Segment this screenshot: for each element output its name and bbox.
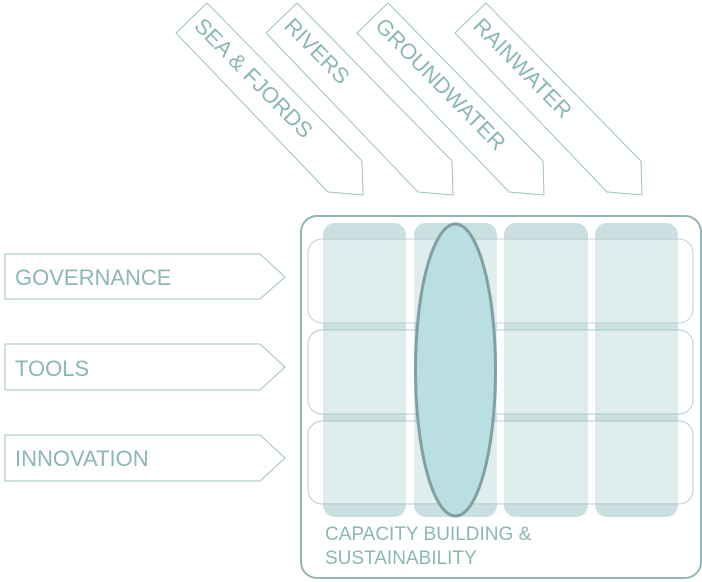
arrow-shape bbox=[4, 253, 286, 300]
arrow-shape bbox=[454, 2, 643, 196]
top-arrow-rainwater: RAINWATER bbox=[454, 2, 643, 196]
arrow-shape bbox=[265, 2, 454, 196]
cell bbox=[323, 240, 406, 322]
cell bbox=[323, 331, 406, 413]
cell bbox=[595, 422, 678, 503]
cell bbox=[323, 422, 406, 503]
side-arrow-label: TOOLS bbox=[15, 356, 89, 381]
cell bbox=[595, 331, 678, 413]
side-arrow-tools: TOOLS bbox=[4, 343, 286, 391]
matrix-footer-line1: CAPACITY BUILDING & bbox=[325, 524, 532, 545]
arrow-shape bbox=[4, 434, 286, 482]
arrow-shape bbox=[4, 343, 286, 391]
cell bbox=[504, 331, 588, 413]
row-innovation bbox=[307, 420, 694, 505]
arrow-shape bbox=[175, 2, 364, 196]
side-arrow-label: INNOVATION bbox=[15, 446, 149, 471]
cell bbox=[504, 422, 588, 503]
side-arrow-innovation: INNOVATION bbox=[4, 434, 286, 482]
side-arrow-governance: GOVERNANCE bbox=[4, 253, 286, 300]
cell bbox=[595, 240, 678, 322]
row-governance bbox=[307, 238, 694, 324]
arrow-shape bbox=[356, 2, 545, 196]
side-arrow-label: GOVERNANCE bbox=[15, 265, 171, 290]
highlight-ellipse bbox=[414, 222, 497, 518]
row-tools bbox=[307, 329, 694, 415]
matrix-footer-line2: SUSTAINABILITY bbox=[325, 548, 477, 569]
matrix-rows bbox=[307, 238, 694, 505]
matrix-cells bbox=[323, 240, 678, 503]
cell bbox=[504, 240, 588, 322]
